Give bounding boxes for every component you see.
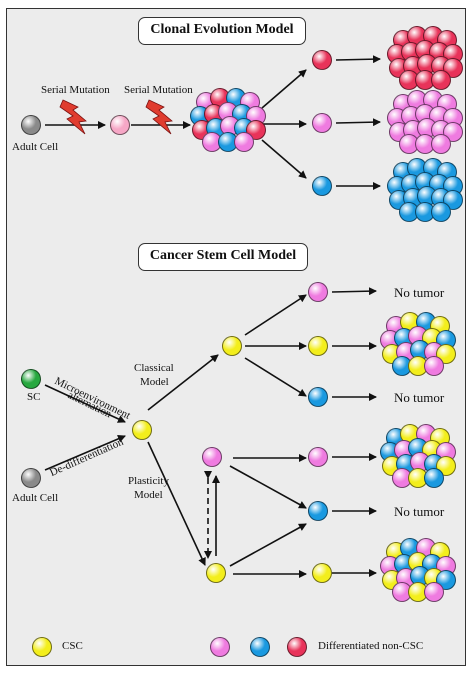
- blue-cell: [312, 176, 332, 196]
- mutated-cell: [110, 115, 130, 135]
- csc-cell: [312, 563, 332, 583]
- arrow: [331, 287, 377, 296]
- adult-cell: [21, 115, 41, 135]
- plasticity-model-label: Model: [134, 489, 163, 501]
- lightning-bolt-icon: [59, 99, 87, 135]
- clonal-model-title: Clonal Evolution Model: [138, 17, 306, 45]
- csc-cell: [132, 420, 152, 440]
- classical-model-label: Model: [140, 376, 169, 388]
- classical-csc-cell: [222, 336, 242, 356]
- legend-non-csc-label: Differentiated non-CSC: [318, 640, 424, 652]
- arrow: [244, 294, 307, 336]
- no-tumor-label-1: No tumor: [394, 285, 445, 300]
- arrow: [229, 523, 307, 567]
- serial-mutation-label-1: Serial Mutation: [41, 84, 110, 96]
- legend-red-cell: [287, 637, 307, 657]
- red-tumor-cell: [431, 70, 451, 90]
- arrow: [147, 441, 206, 566]
- arrow: [44, 384, 126, 423]
- lightning-bolt-icon: [145, 99, 173, 135]
- plasticity-pink-cell: [202, 447, 222, 467]
- legend-csc-cell: [32, 637, 52, 657]
- pink-cell: [308, 282, 328, 302]
- plasticity-label: Plasticity: [128, 475, 169, 487]
- blue-cell: [308, 387, 328, 407]
- arrow: [229, 465, 307, 509]
- classical-label: Classical: [134, 362, 174, 374]
- heterogeneous-tumor-cell: [424, 582, 444, 602]
- arrow: [335, 118, 381, 127]
- pink-cell: [312, 113, 332, 133]
- sc-label: SC: [27, 391, 41, 403]
- legend-blue-cell: [250, 637, 270, 657]
- blue-tumor-cell: [431, 202, 451, 222]
- heterogeneous-tumor-cell: [424, 356, 444, 376]
- legend-pink-cell: [210, 637, 230, 657]
- arrow: [147, 354, 219, 411]
- arrow: [261, 69, 307, 109]
- legend-csc-label: CSC: [62, 640, 83, 652]
- mixed-tumor-cell: [234, 132, 254, 152]
- csc-model-title: Cancer Stem Cell Model: [138, 243, 308, 271]
- pink-cell: [308, 447, 328, 467]
- serial-mutation-label-2: Serial Mutation: [124, 84, 193, 96]
- adult-cell-label-top: Adult Cell: [12, 141, 59, 153]
- adult-cell-label-bottom: Adult Cell: [12, 492, 59, 504]
- red-cell: [312, 50, 332, 70]
- pink-tumor-cell: [431, 134, 451, 154]
- arrow: [244, 357, 307, 397]
- plasticity-csc-cell: [206, 563, 226, 583]
- blue-cell: [308, 501, 328, 521]
- stem-cell: [21, 369, 41, 389]
- csc-cell: [308, 336, 328, 356]
- arrow: [44, 435, 126, 471]
- heterogeneous-tumor-cell: [424, 468, 444, 488]
- no-tumor-label-3: No tumor: [394, 504, 445, 519]
- arrow: [261, 139, 307, 179]
- adult-cell-2: [21, 468, 41, 488]
- arrow: [335, 55, 381, 64]
- no-tumor-label-2: No tumor: [394, 390, 445, 405]
